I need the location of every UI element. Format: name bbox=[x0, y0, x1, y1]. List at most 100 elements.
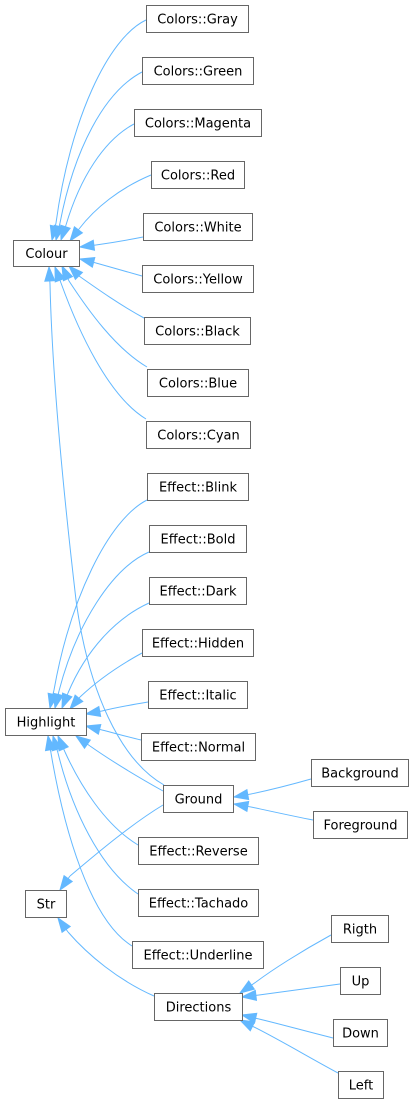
node-down-label: Down bbox=[342, 1027, 379, 1042]
edge-ground-to-highlight bbox=[74, 735, 164, 792]
node-effect-reverse-label: Effect::Reverse bbox=[149, 845, 247, 860]
node-effect-normal[interactable]: Effect::Normal bbox=[141, 733, 256, 761]
node-colors-cyan[interactable]: Colors::Cyan bbox=[146, 421, 251, 449]
node-foreground-label: Foreground bbox=[323, 819, 397, 834]
node-colour[interactable]: Colour bbox=[13, 240, 80, 267]
node-colors-magenta-label: Colors::Magenta bbox=[145, 117, 251, 132]
node-down[interactable]: Down bbox=[333, 1019, 388, 1047]
node-effect-hidden-label: Effect::Hidden bbox=[152, 637, 244, 652]
edge-tachado-to-highlight bbox=[51, 734, 139, 895]
node-ground-label: Ground bbox=[175, 793, 223, 808]
node-ground[interactable]: Ground bbox=[163, 785, 234, 813]
node-effect-underline[interactable]: Effect::Underline bbox=[132, 941, 264, 969]
node-rigth-label: Rigth bbox=[343, 923, 377, 938]
node-colors-black-label: Colors::Black bbox=[155, 325, 240, 340]
node-colors-green-label: Colors::Green bbox=[154, 65, 243, 80]
node-colors-cyan-label: Colors::Cyan bbox=[157, 429, 239, 444]
arrowhead-icon bbox=[84, 723, 102, 736]
node-str-label: Str bbox=[37, 898, 56, 913]
node-up-label: Up bbox=[352, 975, 370, 990]
node-effect-reverse[interactable]: Effect::Reverse bbox=[138, 837, 259, 865]
node-colors-red[interactable]: Colors::Red bbox=[151, 161, 245, 189]
node-left[interactable]: Left bbox=[338, 1071, 384, 1099]
arrowhead-icon bbox=[232, 788, 250, 801]
node-colors-white[interactable]: Colors::White bbox=[143, 213, 253, 241]
arrowhead-icon bbox=[61, 264, 74, 282]
edge-dark-to-highlight bbox=[61, 602, 150, 710]
node-foreground[interactable]: Foreground bbox=[313, 811, 408, 839]
node-str[interactable]: Str bbox=[25, 890, 67, 918]
edge-white-to-colour bbox=[78, 236, 144, 251]
edge-ground-to-str bbox=[59, 804, 164, 892]
node-left-label: Left bbox=[349, 1079, 373, 1094]
node-colors-white-label: Colors::White bbox=[154, 221, 241, 236]
node-highlight-label: Highlight bbox=[17, 716, 76, 731]
node-colors-blue[interactable]: Colors::Blue bbox=[147, 369, 249, 397]
node-effect-blink[interactable]: Effect::Blink bbox=[147, 473, 249, 501]
edge-yellow-to-colour bbox=[78, 256, 143, 277]
node-effect-bold-label: Effect::Bold bbox=[161, 533, 236, 548]
node-effect-italic-label: Effect::Italic bbox=[159, 689, 236, 704]
arrowhead-icon bbox=[59, 874, 74, 892]
edge-left-to-directions bbox=[238, 1019, 339, 1074]
node-background[interactable]: Background bbox=[311, 759, 409, 787]
arrowhead-icon bbox=[74, 735, 92, 750]
arrowhead-icon bbox=[238, 1019, 256, 1032]
edge-ground-to-colour bbox=[44, 265, 165, 786]
node-highlight[interactable]: Highlight bbox=[5, 708, 87, 736]
arrowhead-icon bbox=[232, 800, 250, 813]
node-effect-hidden[interactable]: Effect::Hidden bbox=[142, 629, 254, 657]
arrowhead-icon bbox=[60, 224, 72, 242]
node-effect-underline-label: Effect::Underline bbox=[144, 949, 253, 964]
edge-background-to-ground bbox=[232, 778, 312, 801]
node-colors-green[interactable]: Colors::Green bbox=[142, 57, 254, 85]
arrowhead-icon bbox=[78, 239, 96, 251]
node-effect-dark[interactable]: Effect::Dark bbox=[149, 577, 247, 605]
node-up[interactable]: Up bbox=[340, 967, 381, 995]
node-background-label: Background bbox=[321, 767, 399, 782]
node-colors-yellow[interactable]: Colors::Yellow bbox=[142, 265, 254, 293]
arrowhead-icon bbox=[52, 692, 64, 710]
arrowhead-icon bbox=[240, 1012, 258, 1024]
edge-italic-to-highlight bbox=[84, 701, 149, 717]
arrowhead-icon bbox=[61, 692, 73, 710]
arrowhead-icon bbox=[57, 916, 72, 934]
arrowhead-icon bbox=[44, 734, 57, 752]
node-colors-black[interactable]: Colors::Black bbox=[144, 317, 251, 345]
edge-red-to-colour bbox=[69, 174, 152, 243]
node-effect-dark-label: Effect::Dark bbox=[159, 585, 236, 600]
edge-down-to-directions bbox=[240, 1012, 334, 1039]
node-effect-italic[interactable]: Effect::Italic bbox=[148, 681, 248, 709]
node-effect-tachado[interactable]: Effect::Tachado bbox=[138, 889, 259, 917]
arrowhead-icon bbox=[240, 989, 258, 1001]
edge-cyan-to-colour bbox=[54, 265, 147, 420]
arrowhead-icon bbox=[69, 694, 84, 711]
edge-hidden-to-highlight bbox=[69, 652, 143, 711]
node-directions-label: Directions bbox=[166, 1001, 232, 1016]
edge-rigth-to-directions bbox=[238, 934, 332, 994]
node-directions[interactable]: Directions bbox=[154, 993, 243, 1021]
arrowhead-icon bbox=[238, 980, 256, 994]
node-colors-magenta[interactable]: Colors::Magenta bbox=[134, 109, 262, 137]
node-colors-gray-label: Colors::Gray bbox=[157, 13, 238, 28]
node-colors-gray[interactable]: Colors::Gray bbox=[146, 5, 249, 33]
node-effect-blink-label: Effect::Blink bbox=[159, 481, 238, 496]
node-effect-bold[interactable]: Effect::Bold bbox=[149, 525, 247, 553]
node-rigth[interactable]: Rigth bbox=[331, 915, 389, 943]
edge-bold-to-highlight bbox=[52, 551, 150, 710]
node-colors-blue-label: Colors::Blue bbox=[159, 377, 237, 392]
node-colour-label: Colour bbox=[25, 247, 68, 262]
arrowhead-icon bbox=[84, 705, 102, 717]
node-colors-yellow-label: Colors::Yellow bbox=[153, 273, 243, 288]
edge-up-to-directions bbox=[240, 983, 341, 1001]
arrowhead-icon bbox=[78, 256, 96, 269]
node-effect-tachado-label: Effect::Tachado bbox=[149, 897, 249, 912]
arrowhead-icon bbox=[44, 265, 56, 282]
arrowhead-icon bbox=[69, 225, 84, 243]
edge-reverse-to-highlight bbox=[57, 734, 139, 846]
edge-green-to-colour bbox=[53, 71, 143, 242]
edge-black-to-colour bbox=[67, 264, 145, 319]
node-effect-normal-label: Effect::Normal bbox=[152, 741, 245, 756]
edge-foreground-to-ground bbox=[232, 800, 314, 821]
